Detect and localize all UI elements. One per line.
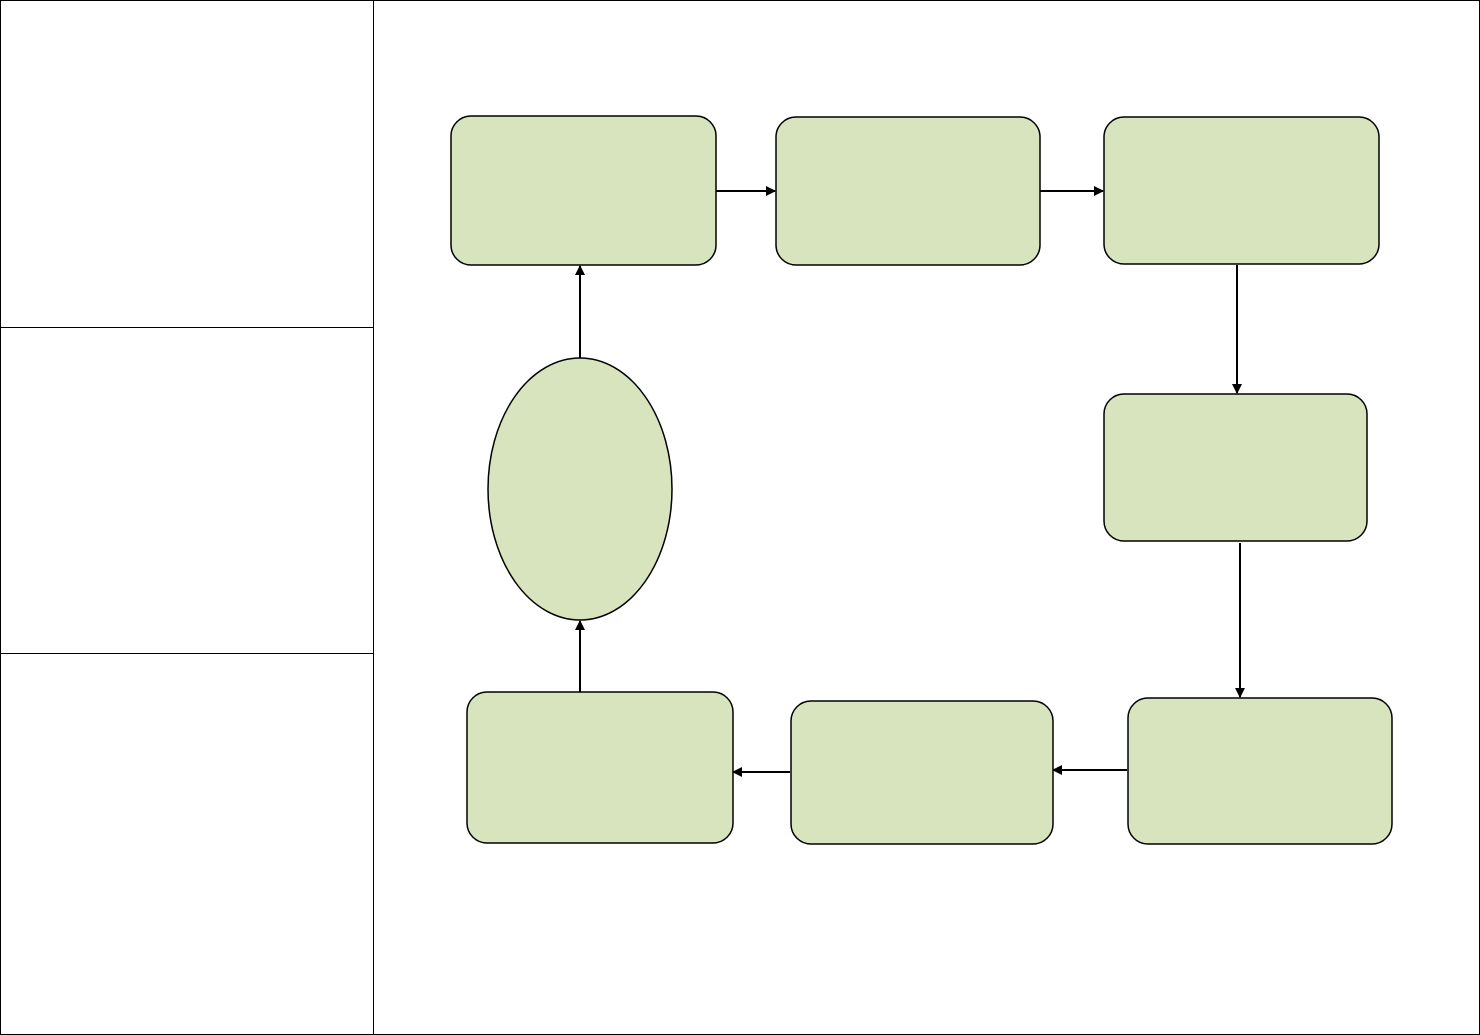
node-8	[487, 357, 673, 621]
node-2	[775, 116, 1041, 266]
node-7	[466, 691, 734, 844]
node-6	[790, 700, 1054, 845]
node-5	[1127, 697, 1393, 845]
node-4	[1103, 393, 1368, 542]
node-3	[1103, 116, 1380, 265]
node-1	[450, 115, 717, 266]
left-cell-middle	[0, 327, 374, 654]
left-cell-top	[0, 0, 374, 328]
